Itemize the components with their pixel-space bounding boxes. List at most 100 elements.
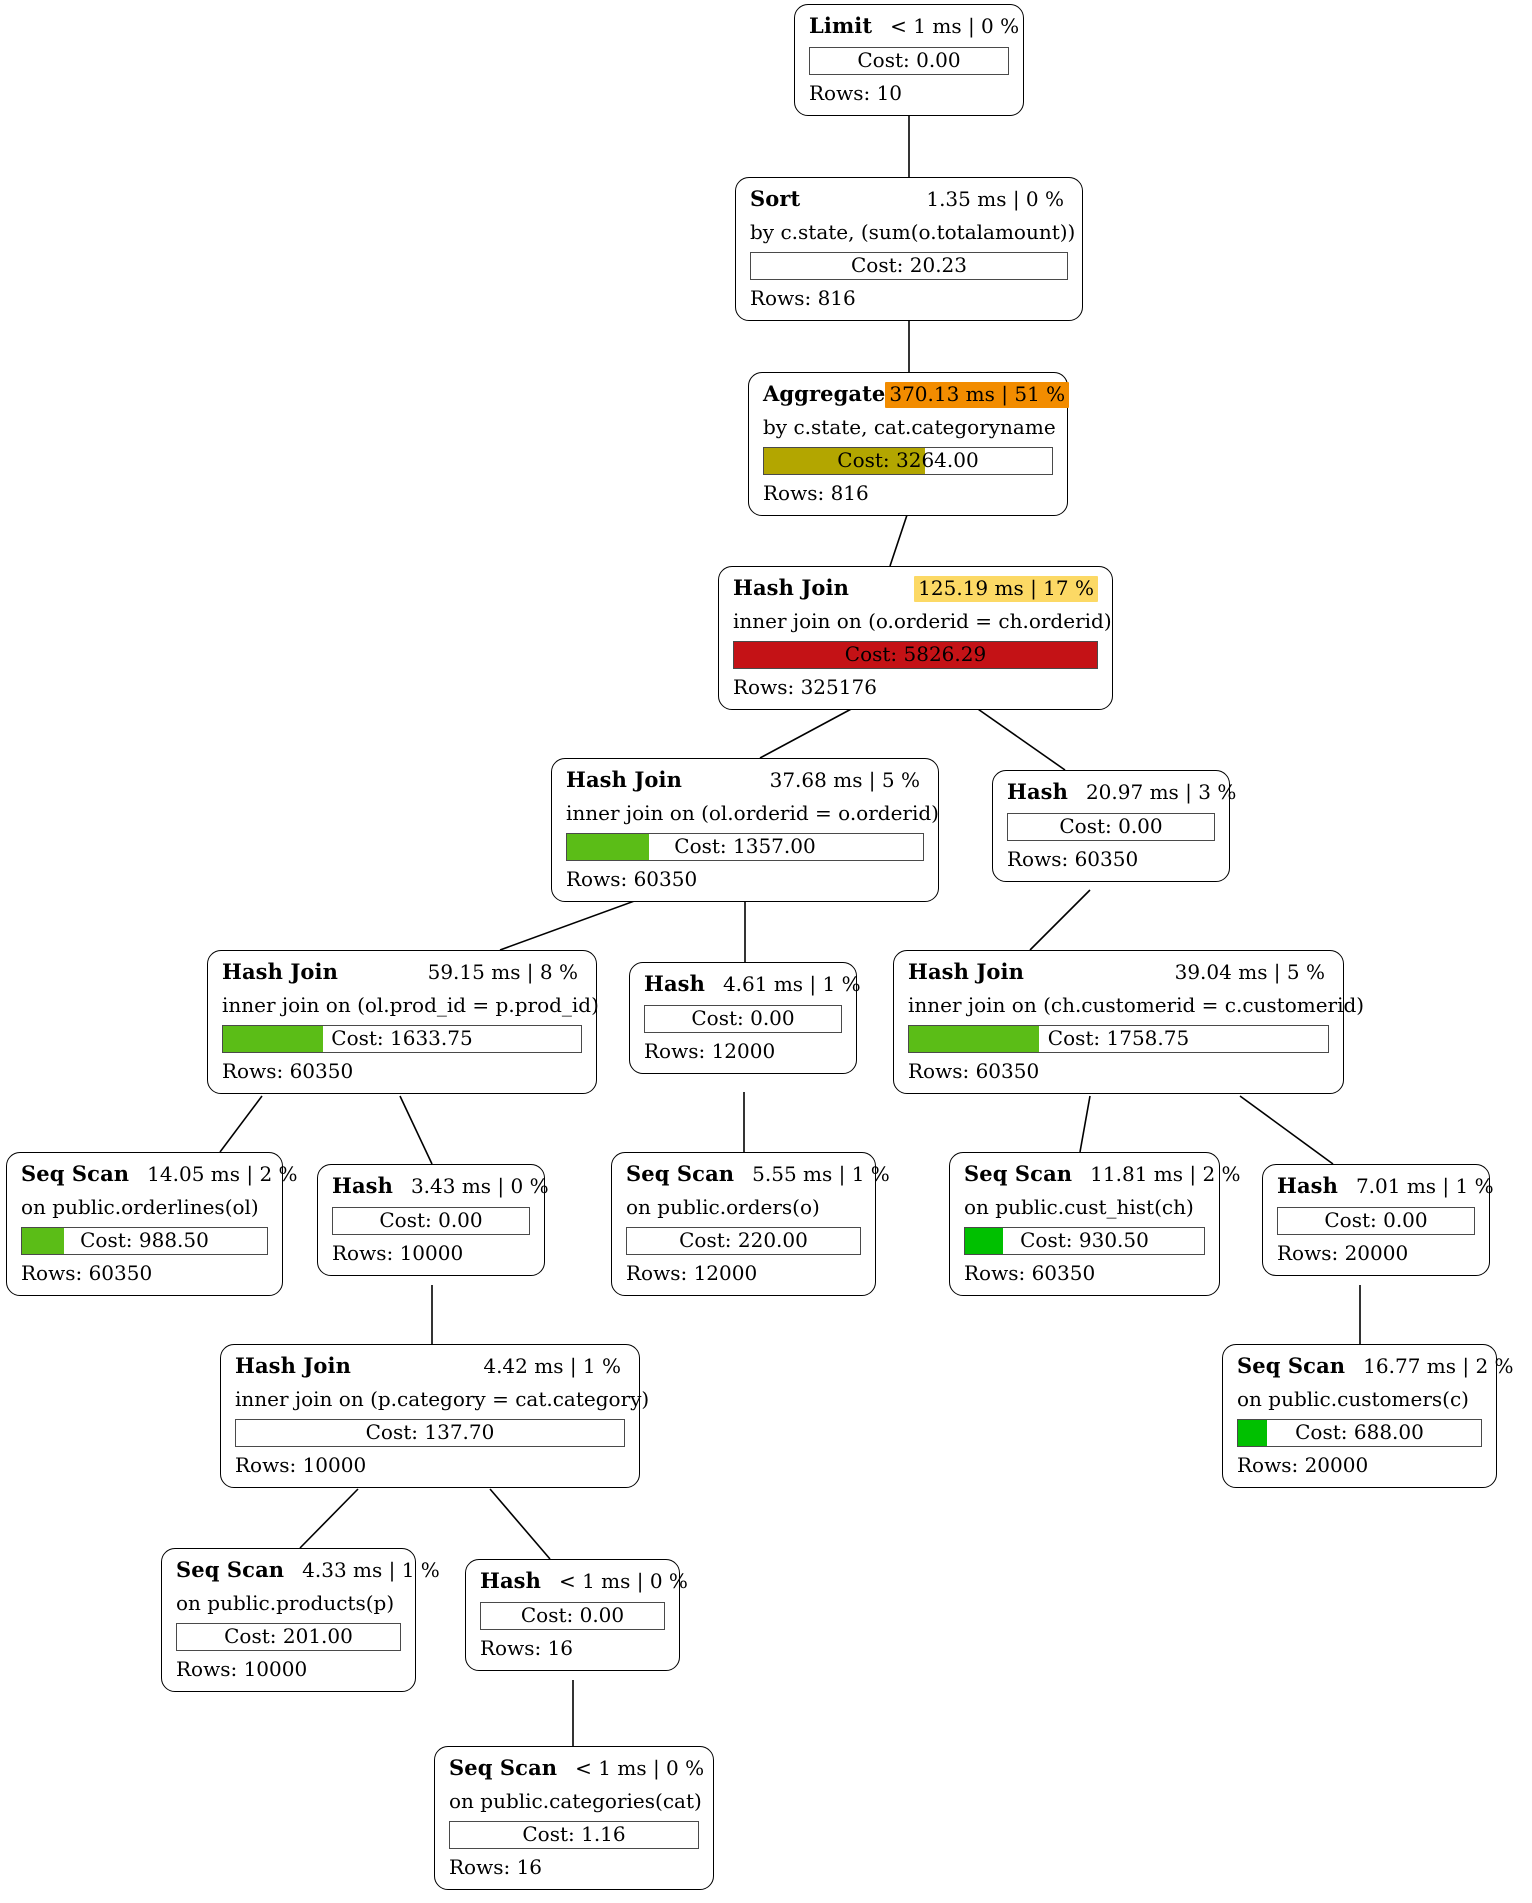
timing-badge: 59.15 ms | 8 % bbox=[427, 960, 578, 984]
cost-label: Cost: 1357.00 bbox=[674, 833, 816, 858]
timing-badge: 5.55 ms | 1 % bbox=[752, 1162, 890, 1186]
cost-bar: Cost: 3264.00 bbox=[763, 446, 1053, 475]
rows-label: Rows: 20000 bbox=[1237, 1452, 1369, 1477]
rows-label: Rows: 20000 bbox=[1277, 1240, 1409, 1265]
timing-badge: 16.77 ms | 2 % bbox=[1363, 1354, 1514, 1378]
cost-label: Cost: 201.00 bbox=[224, 1623, 353, 1648]
timing-badge: 7.01 ms | 1 % bbox=[1355, 1174, 1494, 1198]
edge-hashjoin-p-cat-to-seqscan-products bbox=[299, 1488, 359, 1549]
plan-node-header: Hash< 1 ms | 0 % bbox=[480, 1568, 688, 1595]
plan-node-hashjoin-o-ch[interactable]: Hash Join 125.19 ms | 17 % inner join on (… bbox=[718, 566, 1113, 710]
edge-hashjoin-ch-c-to-hash-20000 bbox=[1239, 1095, 1334, 1165]
operation-label: Seq Scan bbox=[964, 1161, 1073, 1186]
cost-bar: Cost: 220.00 bbox=[626, 1226, 861, 1255]
operation-label: Aggregate bbox=[763, 381, 886, 406]
cost-bar-fill bbox=[909, 1025, 1039, 1052]
plan-node-seqscan-orders[interactable]: Seq Scan 5.55 ms | 1 % on public.orders(o)… bbox=[611, 1152, 890, 1296]
edge-hashjoin-ol-p-to-hash-10000 bbox=[399, 1095, 433, 1165]
timing-badge: 37.68 ms | 5 % bbox=[769, 768, 920, 792]
edge-hash-60350-to-hashjoin-ch-c bbox=[1029, 889, 1091, 951]
cost-bar: Cost: 137.70 bbox=[235, 1418, 625, 1447]
plan-node-detail: inner join on (p.category = cat.category… bbox=[235, 1386, 650, 1411]
operation-label: Hash bbox=[1277, 1173, 1338, 1198]
timing-badge: 370.13 ms | 51 % bbox=[885, 382, 1070, 408]
cost-label: Cost: 0.00 bbox=[1324, 1207, 1428, 1232]
timing-badge: < 1 ms | 0 % bbox=[558, 1569, 688, 1593]
timing-badge: 125.19 ms | 17 % bbox=[914, 576, 1098, 602]
edge-aggregate-to-hashjoin-o-ch bbox=[889, 511, 909, 567]
cost-label: Cost: 1633.75 bbox=[331, 1025, 473, 1050]
cost-bar-fill bbox=[734, 641, 1097, 668]
operation-label: Hash bbox=[1007, 779, 1068, 804]
edge-hashjoin-ch-c-to-seqscan-cust-hist bbox=[1079, 1095, 1091, 1153]
cost-bar: Cost: 0.00 bbox=[332, 1206, 530, 1235]
plan-node-detail: inner join on (ol.prod_id = p.prod_id) bbox=[222, 992, 599, 1017]
plan-node-header: Seq Scan 5.55 ms | 1 % bbox=[626, 1161, 890, 1188]
rows-label: Rows: 325176 bbox=[733, 674, 877, 699]
operation-label: Seq Scan bbox=[626, 1161, 735, 1186]
rows-label: Rows: 12000 bbox=[626, 1260, 758, 1285]
plan-node-detail: by c.state, cat.categoryname bbox=[763, 414, 1056, 439]
rows-label: Rows: 16 bbox=[449, 1854, 543, 1879]
rows-label: Rows: 10 bbox=[809, 80, 903, 105]
rows-label: Rows: 12000 bbox=[644, 1038, 776, 1063]
timing-badge: < 1 ms | 0 % bbox=[575, 1756, 705, 1780]
plan-node-header: Hash Join 59.15 ms | 8 % bbox=[222, 959, 582, 986]
operation-label: Hash bbox=[644, 971, 705, 996]
operation-label: Seq Scan bbox=[449, 1755, 558, 1780]
plan-node-detail: on public.categories(cat) bbox=[449, 1788, 702, 1813]
operation-label: Hash Join bbox=[733, 575, 849, 600]
cost-label: Cost: 688.00 bbox=[1295, 1419, 1424, 1444]
plan-node-detail: on public.orders(o) bbox=[626, 1194, 820, 1219]
operation-label: Hash bbox=[332, 1173, 393, 1198]
cost-bar-fill bbox=[965, 1227, 1004, 1254]
cost-bar: Cost: 930.50 bbox=[964, 1226, 1205, 1255]
plan-node-hashjoin-ol-p[interactable]: Hash Join 59.15 ms | 8 % inner join on (ol… bbox=[207, 950, 599, 1094]
operation-label: Limit bbox=[809, 13, 873, 38]
edge-hashjoin-p-cat-to-hash-16 bbox=[489, 1488, 551, 1560]
plan-node-header: Seq Scan < 1 ms | 0 % bbox=[449, 1755, 704, 1782]
cost-bar: Cost: 1.16 bbox=[449, 1820, 699, 1849]
plan-node-detail: on public.products(p) bbox=[176, 1590, 395, 1615]
cost-bar: Cost: 0.00 bbox=[1007, 812, 1215, 841]
plan-node-detail: inner join on (ch.customerid = c.custome… bbox=[908, 992, 1365, 1017]
cost-label: Cost: 0.00 bbox=[1059, 813, 1163, 838]
operation-label: Hash Join bbox=[222, 959, 338, 984]
timing-badge: 20.97 ms | 3 % bbox=[1085, 780, 1237, 804]
cost-bar: Cost: 0.00 bbox=[1277, 1206, 1475, 1235]
cost-label: Cost: 5826.29 bbox=[844, 641, 987, 666]
rows-label: Rows: 60350 bbox=[908, 1058, 1040, 1083]
cost-bar: Cost: 20.23 bbox=[750, 251, 1068, 280]
cost-bar: Cost: 1758.75 bbox=[908, 1024, 1329, 1053]
edge-hashjoin-ol-o-to-hashjoin-ol-p bbox=[499, 898, 641, 951]
plan-node-detail: inner join on (o.orderid = ch.orderid) bbox=[733, 608, 1112, 633]
rows-label: Rows: 816 bbox=[750, 285, 856, 310]
timing-badge: 1.35 ms | 0 % bbox=[926, 187, 1064, 211]
cost-label: Cost: 1.16 bbox=[522, 1821, 626, 1846]
cost-bar: Cost: 688.00 bbox=[1237, 1418, 1482, 1447]
plan-node-seqscan-categories[interactable]: Seq Scan < 1 ms | 0 % on public.categories… bbox=[434, 1746, 714, 1890]
cost-bar: Cost: 1357.00 bbox=[566, 832, 924, 861]
